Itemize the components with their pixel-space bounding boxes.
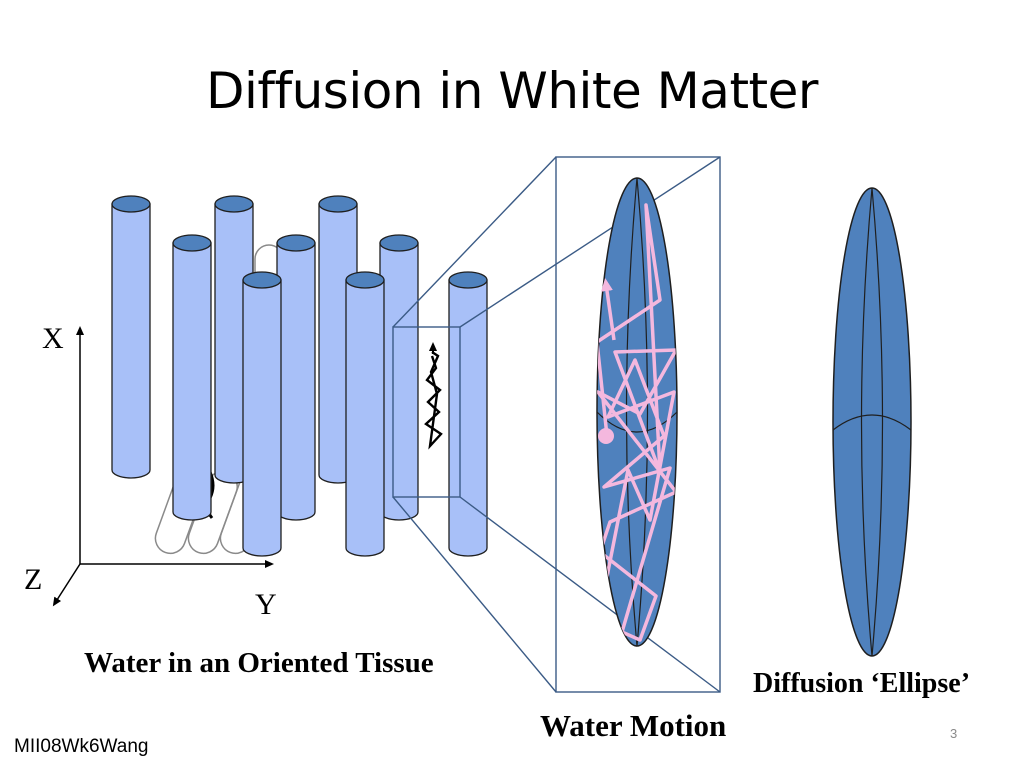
slide-title: Diffusion in White Matter — [206, 62, 818, 120]
zoom-region — [392, 326, 461, 498]
x-axis-label: X — [42, 322, 64, 355]
slide-footer: MII08Wk6Wang — [14, 736, 149, 757]
fiber-cylinder — [111, 195, 151, 479]
fiber-cylinder — [379, 234, 419, 521]
axes — [52, 326, 274, 607]
z-axis-arrow — [52, 563, 81, 607]
diffusion-ellipsoid — [832, 187, 912, 657]
water-molecule — [598, 428, 614, 444]
slide-number: 3 — [950, 726, 958, 741]
caption-oriented-tissue: Water in an Oriented Tissue — [84, 647, 434, 679]
caption-water-motion: Water Motion — [540, 708, 727, 743]
z-axis-label: Z — [24, 563, 43, 596]
fiber-cylinder — [345, 271, 385, 557]
fiber-bundle — [111, 195, 488, 557]
fiber-cylinder — [242, 271, 282, 557]
y-axis-label: Y — [255, 588, 277, 621]
zoom-box — [392, 156, 721, 693]
zoom-random-walk — [424, 351, 443, 450]
fiber-cylinder — [276, 234, 316, 521]
caption-diffusion-ellipse: Diffusion ‘Ellipse’ — [753, 668, 971, 699]
fiber-cylinder — [448, 271, 488, 557]
water-motion-ellipsoid — [596, 177, 678, 647]
fiber-cylinder — [172, 234, 212, 521]
magnified-panel — [555, 156, 721, 693]
